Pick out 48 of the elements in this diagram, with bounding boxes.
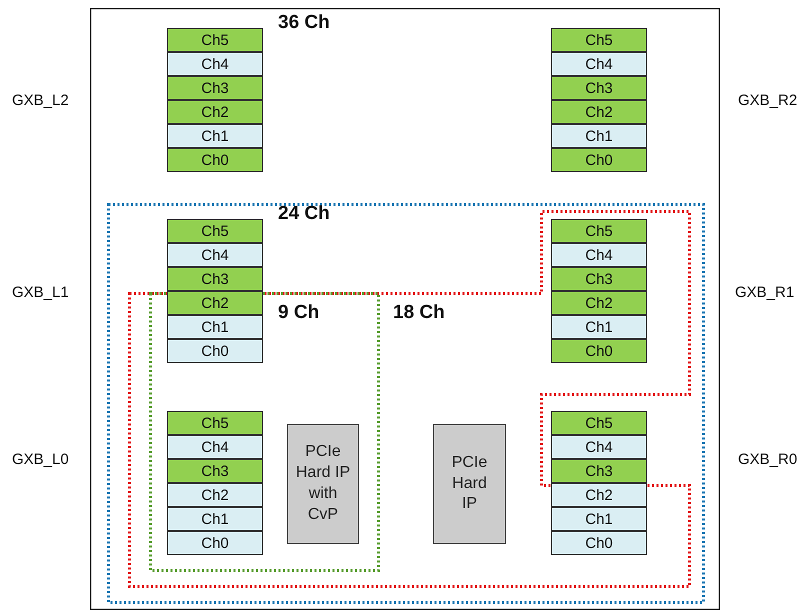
channel-block: Ch1	[167, 124, 263, 148]
channel-block: Ch2	[167, 483, 263, 508]
bank-label: GXB_L2	[12, 92, 69, 109]
channel-block: Ch3	[167, 267, 263, 292]
hard-ip-block: PCIe Hard IP	[433, 424, 506, 544]
channel-block: Ch4	[551, 435, 647, 460]
bank-label: GXB_L0	[12, 451, 69, 468]
channel-count-label: 18 Ch	[393, 302, 445, 324]
channel-count-label: 24 Ch	[278, 203, 330, 225]
channel-block: Ch4	[167, 52, 263, 76]
channel-block: Ch5	[551, 411, 647, 436]
channel-block: Ch5	[167, 219, 263, 244]
channel-count-label: 36 Ch	[278, 12, 330, 34]
channel-block: Ch5	[167, 28, 263, 52]
channel-count-label: 9 Ch	[278, 302, 320, 324]
channel-block: Ch5	[551, 28, 647, 52]
channel-block: Ch1	[551, 124, 647, 148]
channel-block: Ch4	[551, 52, 647, 76]
channel-block: Ch1	[551, 507, 647, 532]
bank-label: GXB_R0	[738, 451, 798, 468]
channel-block: Ch0	[167, 148, 263, 172]
channel-block: Ch4	[167, 435, 263, 460]
bank-label: GXB_L1	[12, 284, 69, 301]
bank-label: GXB_R1	[735, 284, 794, 301]
channel-block: Ch2	[167, 100, 263, 124]
channel-block: Ch2	[551, 483, 647, 508]
channel-block: Ch1	[551, 315, 647, 340]
channel-block: Ch1	[167, 315, 263, 340]
channel-block: Ch3	[167, 76, 263, 100]
channel-block: Ch5	[167, 411, 263, 436]
channel-block: Ch1	[167, 507, 263, 532]
channel-block: Ch3	[551, 76, 647, 100]
channel-block: Ch4	[167, 243, 263, 268]
channel-block: Ch0	[551, 148, 647, 172]
channel-block: Ch5	[551, 219, 647, 244]
channel-block: Ch0	[551, 339, 647, 364]
channel-block: Ch0	[167, 339, 263, 364]
hard-ip-block: PCIe Hard IP with CvP	[287, 424, 359, 544]
channel-block: Ch3	[167, 459, 263, 484]
channel-block: Ch3	[551, 267, 647, 292]
channel-block: Ch0	[167, 531, 263, 556]
channel-block: Ch2	[551, 100, 647, 124]
channel-block: Ch2	[167, 291, 263, 316]
channel-block: Ch3	[551, 459, 647, 484]
channel-block: Ch0	[551, 531, 647, 556]
channel-block: Ch2	[551, 291, 647, 316]
channel-block: Ch4	[551, 243, 647, 268]
bank-label: GXB_R2	[738, 92, 798, 109]
